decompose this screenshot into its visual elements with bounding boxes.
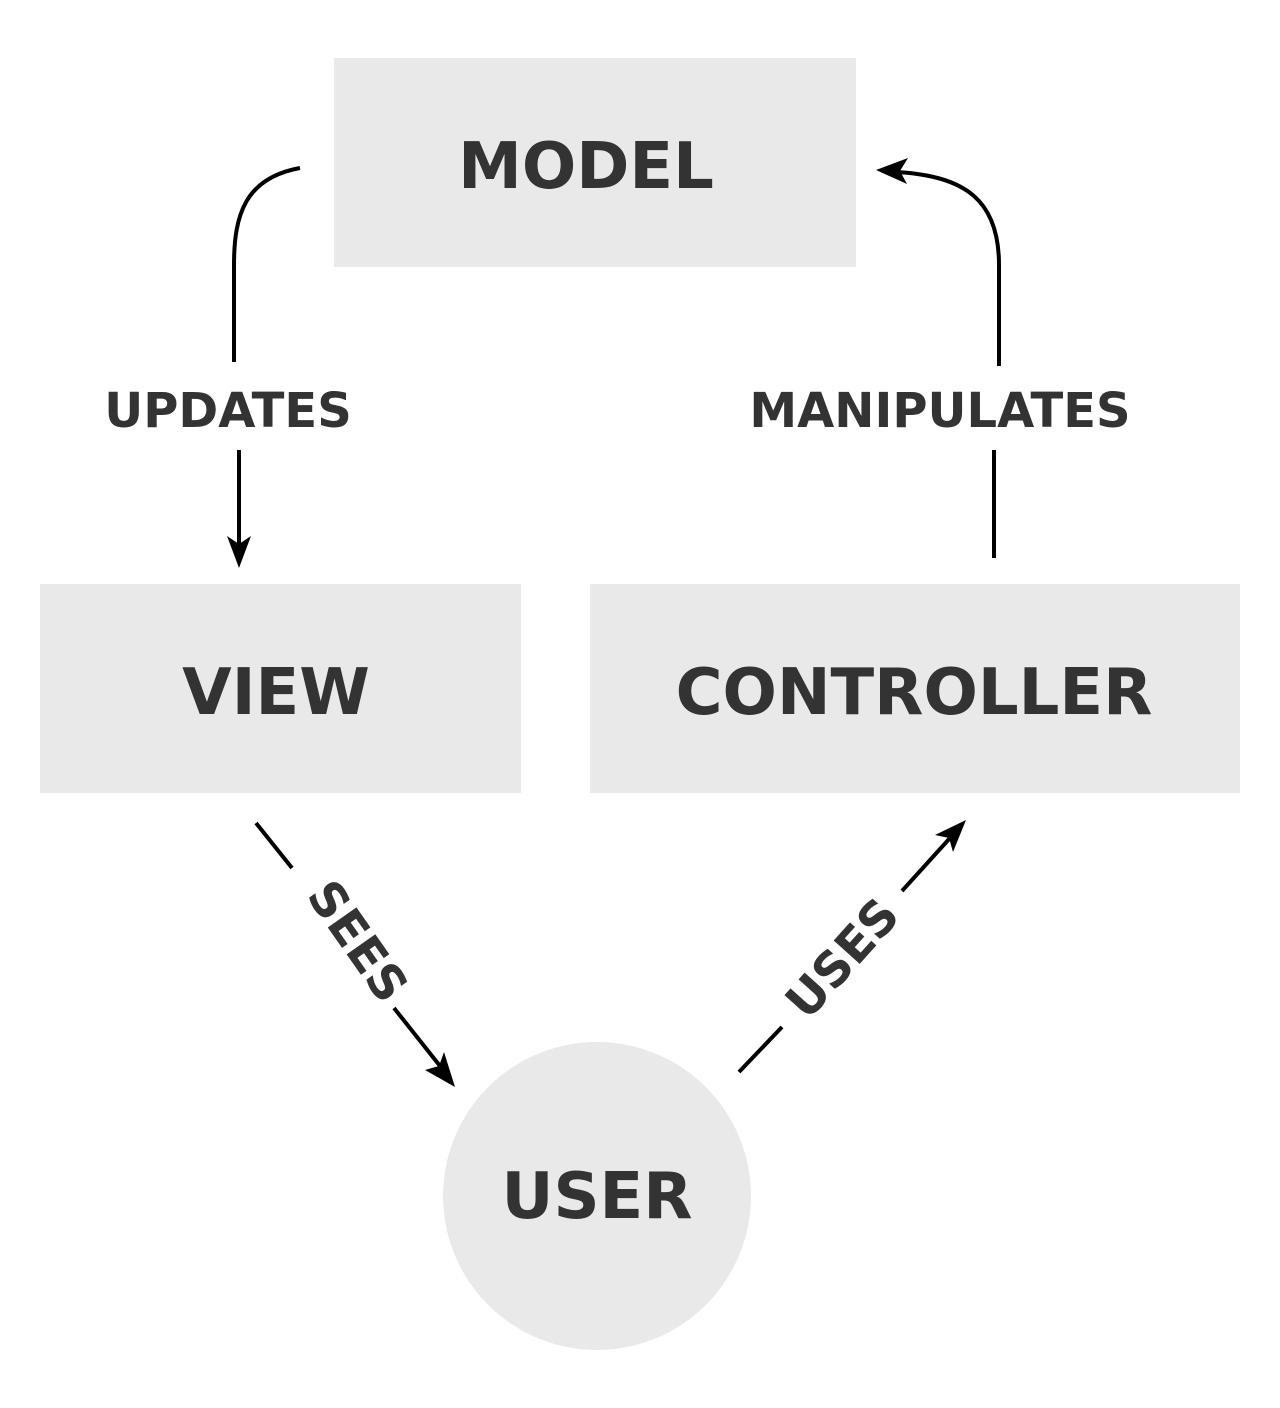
updates-arrowhead: [227, 536, 251, 568]
user-label: USER: [501, 1160, 692, 1234]
model-box: [334, 58, 856, 267]
manipulates-edge: MANIPULATES: [749, 158, 1131, 558]
updates-edge: UPDATES: [104, 166, 352, 568]
manipulates-arrowhead: [876, 158, 908, 184]
model-node: MODEL: [334, 58, 856, 267]
uses-line-upper: [900, 836, 952, 893]
updates-line-upper: [232, 166, 301, 362]
sees-label: SEES: [296, 870, 419, 1012]
manipulates-label: MANIPULATES: [749, 383, 1130, 439]
user-circle: [443, 1042, 751, 1350]
controller-box: [590, 584, 1240, 793]
controller-node: CONTROLLER: [590, 584, 1240, 793]
view-box: [40, 584, 521, 793]
sees-line-upper: [254, 821, 294, 870]
sees-edge: SEES: [254, 821, 455, 1087]
model-label: MODEL: [458, 130, 714, 204]
view-node: VIEW: [40, 584, 521, 793]
sees-arrowhead: [425, 1052, 455, 1087]
user-node: USER: [443, 1042, 751, 1350]
updates-label: UPDATES: [104, 383, 352, 439]
uses-arrowhead: [935, 820, 966, 852]
controller-label: CONTROLLER: [676, 656, 1153, 730]
uses-edge: USES: [737, 820, 966, 1074]
manipulates-line-upper: [896, 170, 1001, 366]
view-label: VIEW: [182, 656, 370, 730]
uses-line-lower: [737, 1025, 784, 1074]
sees-line-lower: [392, 1006, 442, 1068]
uses-label: USES: [775, 888, 911, 1030]
